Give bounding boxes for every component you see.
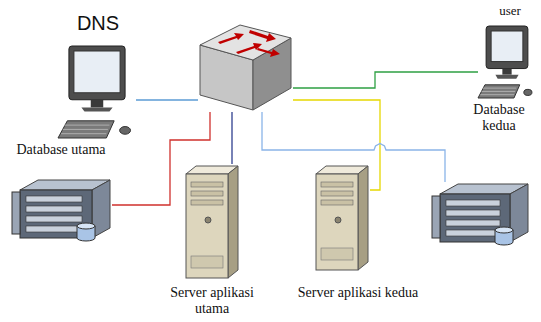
device-label: DNS	[66, 12, 130, 35]
application-server: Server aplikasi utama	[184, 164, 240, 280]
pc-icon	[478, 24, 536, 100]
label-text: Server aplikasi kedua	[268, 285, 448, 301]
rack-icon	[430, 182, 530, 250]
application-server: Server aplikasi kedua	[314, 164, 370, 272]
tower-icon	[314, 164, 370, 272]
label-text: user	[488, 4, 532, 19]
device-label: user	[488, 4, 532, 19]
label-text: Database kedua	[461, 102, 537, 134]
database-server: Database kedua	[430, 182, 530, 250]
network-cable	[136, 99, 198, 100]
device-label: Database kedua	[461, 102, 537, 134]
user-computer: user	[478, 24, 536, 100]
device-label: Server aplikasi utama	[155, 285, 269, 317]
device-label: Database utama	[4, 142, 118, 158]
pc-icon	[58, 44, 136, 140]
device-label: Server aplikasi kedua	[268, 285, 448, 301]
network-switch	[198, 22, 293, 112]
label-text: Database utama	[4, 142, 118, 158]
rack-icon	[10, 178, 112, 246]
network-cable	[262, 112, 445, 182]
network-cable	[231, 112, 232, 164]
switch-icon	[198, 22, 293, 112]
tower-icon	[184, 164, 240, 280]
network-cable	[293, 72, 478, 88]
label-text: Server aplikasi utama	[155, 285, 269, 317]
dns-computer: DNS	[58, 44, 136, 140]
label-text: DNS	[66, 12, 130, 35]
database-server: Database utama	[10, 178, 112, 246]
